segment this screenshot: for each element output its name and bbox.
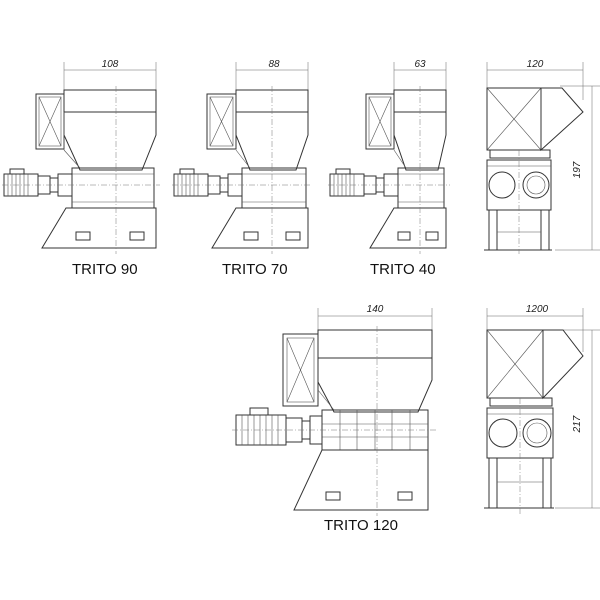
trito-40-label: TRITO 40 bbox=[370, 261, 436, 278]
trito-120-front-view: 140 TRITO 1 bbox=[232, 304, 436, 534]
side-view-large-height-dim: 217 bbox=[572, 415, 583, 433]
side-view-large: 1200 217 bbox=[484, 304, 600, 514]
trito-90-width-dim: 108 bbox=[102, 59, 119, 70]
trito-90-label: TRITO 90 bbox=[72, 261, 138, 278]
side-view-large-width-dim: 1200 bbox=[526, 304, 549, 315]
trito-40-width-dim: 63 bbox=[414, 59, 426, 70]
trito-120-label: TRITO 120 bbox=[324, 517, 398, 534]
trito-70-width-dim: 88 bbox=[268, 59, 280, 70]
trito-70-label: TRITO 70 bbox=[222, 261, 288, 278]
trito-40-front-view: 63 TRITO 40 bbox=[328, 59, 450, 278]
trito-90-front-view: 108 TRITO 90 bbox=[2, 59, 160, 278]
trito-120-width-dim: 140 bbox=[367, 304, 384, 315]
side-view-small: 120 197 bbox=[484, 59, 600, 254]
side-view-small-width-dim: 120 bbox=[527, 59, 544, 70]
trito-70-front-view: 88 TRITO 70 bbox=[172, 59, 312, 278]
side-view-small-height-dim: 197 bbox=[572, 161, 583, 178]
